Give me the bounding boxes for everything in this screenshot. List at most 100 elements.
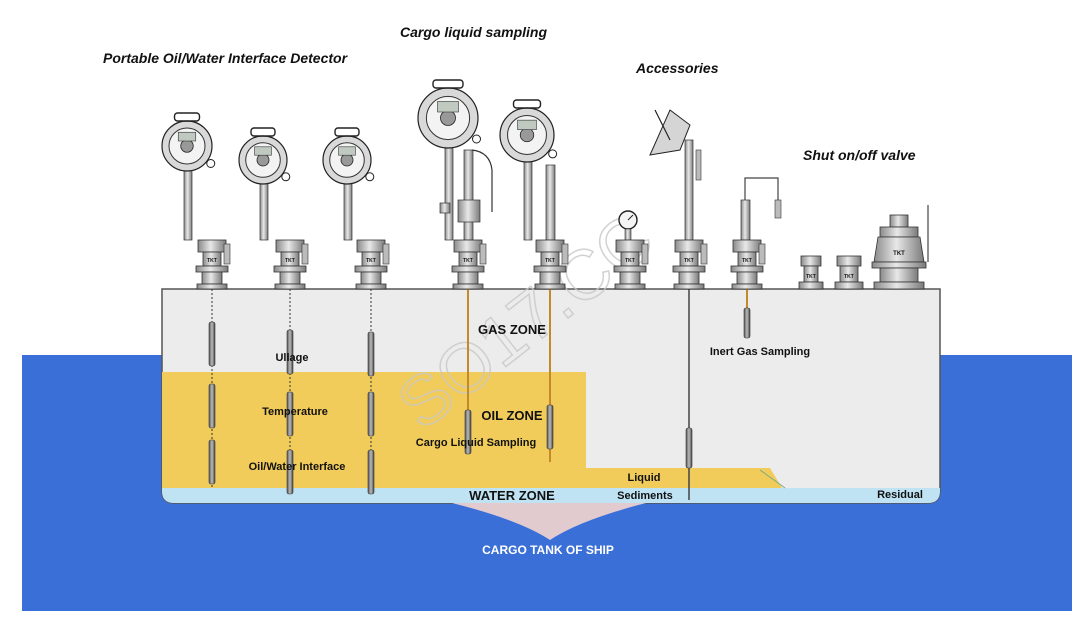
inert-gas-connector [774,199,782,219]
valve-body [539,271,561,285]
reel-handle [334,127,360,137]
valve-handle [700,243,708,265]
valve: TKT [195,239,231,290]
probe [367,331,375,377]
valve-handle [301,243,309,265]
valve-base [673,283,705,290]
probe-group [208,307,751,495]
valve-flange [732,239,762,253]
reel-hub [340,153,354,167]
valve-base [731,283,763,290]
valve-flange [453,239,483,253]
probe [367,449,375,495]
valve-brand: TKT [844,274,854,280]
reel-crank [548,149,558,159]
reel-hub [519,127,535,143]
accessory-lever [654,109,671,141]
valve-flange [197,239,227,253]
reel-display [437,101,459,113]
valve-body [201,271,223,285]
reel-crank [281,172,291,182]
probe [208,439,216,485]
accessory-column [684,139,694,241]
valve-flange [535,239,565,253]
probe [286,329,294,375]
reel-stem [444,143,454,241]
tape-reel [499,99,558,241]
shut-off-valve: TKT [834,255,864,290]
big-valve-body [873,236,925,263]
gas-zone-label: GAS ZONE [478,322,546,337]
valve: TKT [613,239,649,290]
interface-label: Oil/Water Interface [249,461,346,473]
probe [685,427,693,469]
valve-body [736,271,758,285]
valve-flange [273,265,307,273]
sampling-hose [471,149,493,212]
tape-reel [238,127,291,241]
valve-brand: TKT [893,251,905,257]
valve-base [274,283,306,290]
tank-caption: CARGO TANK OF SHIP [482,543,614,557]
big-valve-lower [879,267,919,283]
valve-brand: TKT [545,258,555,264]
valve-base [452,283,484,290]
title-portable-detector: Portable Oil/Water Interface Detector [103,50,348,66]
valve-cap [800,255,822,267]
valve-base [355,283,387,290]
valve: TKT [451,239,487,290]
valve-base [196,283,228,290]
valve-flange [613,265,647,273]
inert-gas-label: Inert Gas Sampling [710,346,810,358]
valve-flange [533,265,567,273]
water-zone-label: WATER ZONE [469,488,555,503]
valve-brand: TKT [806,274,816,280]
probe [546,404,554,450]
residual-slope [759,469,786,489]
valve-body [678,271,700,285]
probe [208,321,216,367]
valve-brand: TKT [285,258,295,264]
tape-reel [322,127,375,241]
reel-handle [432,79,464,89]
reel-hub [180,139,194,153]
keel [452,503,646,540]
reel-crank [472,134,481,144]
cargo-sampling-label: Cargo Liquid Sampling [416,437,536,449]
reel-crank [206,159,216,168]
valve-brand: TKT [366,258,376,264]
reel-display [254,146,272,156]
inert-gas-column [740,199,751,241]
valve-handle [382,243,390,265]
valve-body [279,271,301,285]
reel-stem [523,157,533,241]
probe [286,449,294,495]
liquid-label: Liquid [628,472,661,484]
valve-flange [451,265,485,273]
title-shut-valve: Shut on/off valve [803,147,916,163]
reel-handle [512,99,542,109]
tape-reel [161,112,216,241]
valve-base [534,283,566,290]
reel-handle [250,127,276,137]
valve-brand: TKT [742,258,752,264]
probe [464,409,472,455]
gauge-needle [627,214,634,221]
reel-display [338,146,356,156]
valve: TKT [672,239,708,290]
valve-handle [758,243,766,265]
probe [286,391,294,437]
valve-flange [730,265,764,273]
probe [743,307,751,339]
probe [367,391,375,437]
valve-brand: TKT [625,258,635,264]
valve-flange [195,265,229,273]
sampling-column [463,149,474,241]
big-valve-top [889,214,909,228]
reel-stem [259,179,269,241]
valve-brand: TKT [463,258,473,264]
reel-handle [173,112,201,122]
reel-stem [343,179,353,241]
valve-flange [354,265,388,273]
reel-display [517,119,537,130]
